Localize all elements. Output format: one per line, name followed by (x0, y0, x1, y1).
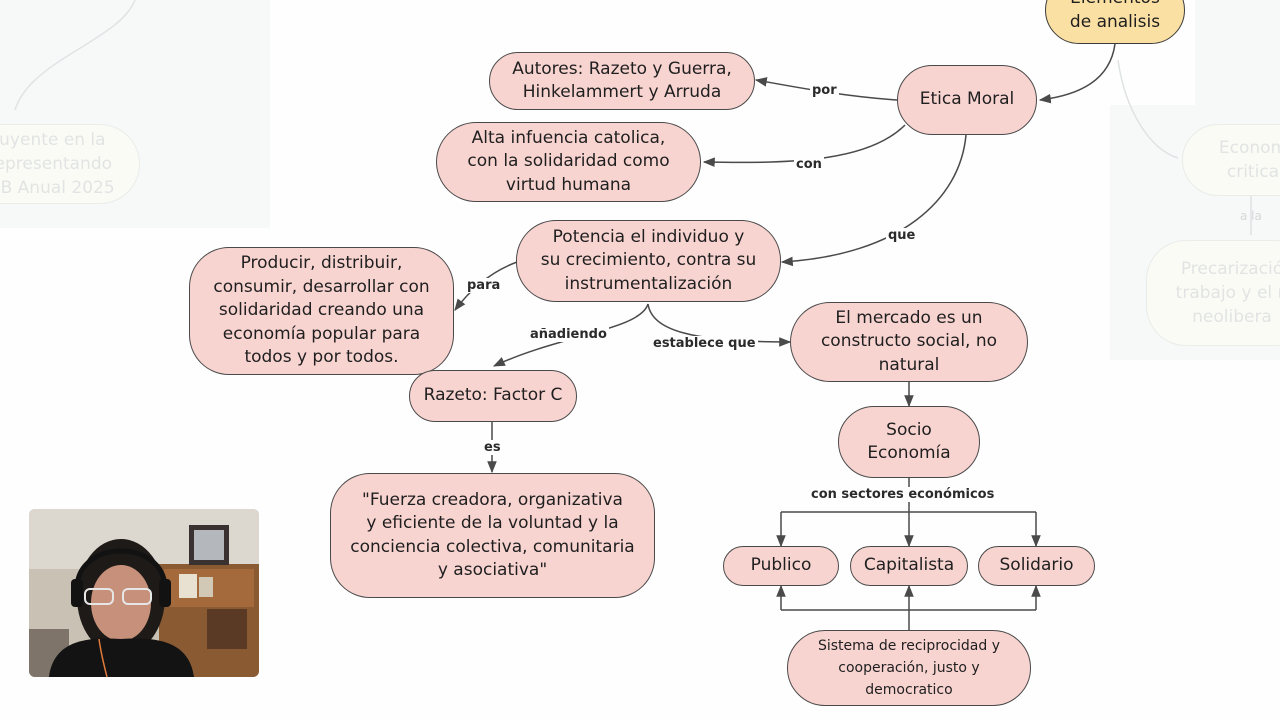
node-socio-economia[interactable]: Socio Economía (838, 406, 980, 478)
background-node-left: luyente en la representando PIB Anual 20… (0, 124, 140, 204)
link-label-con: con (794, 157, 824, 172)
node-razeto-factor-c[interactable]: Razeto: Factor C (409, 370, 577, 422)
background-node-right-bottom: Precarizació trabajo y el n neolibera (1146, 240, 1280, 346)
node-solidario[interactable]: Solidario (978, 546, 1095, 586)
node-elementos-de-analisis[interactable]: Elementos de analisis (1045, 0, 1185, 44)
node-autores[interactable]: Autores: Razeto y Guerra, Hinkelammert y… (489, 52, 755, 110)
webcam-person-image (29, 509, 259, 677)
background-link-label: a la (1240, 209, 1262, 223)
node-capitalista[interactable]: Capitalista (850, 546, 968, 586)
node-fuerza-creadora[interactable]: "Fuerza creadora, organizativa y eficien… (330, 473, 655, 598)
edge-potencia-mercado (647, 303, 792, 347)
background-panel-top-right (1195, 0, 1280, 105)
node-producir-distribuir[interactable]: Producir, distribuir, consumir, desarrol… (189, 247, 454, 375)
edge-etica-alta (702, 124, 906, 168)
background-node-right-top: Econom critica (1182, 124, 1280, 196)
node-etica-moral[interactable]: Etica Moral (897, 65, 1037, 135)
link-label-anadiendo: añadiendo (528, 327, 609, 342)
edge-etica-potencia (780, 134, 967, 267)
link-label-que: que (886, 228, 918, 243)
node-publico[interactable]: Publico (723, 546, 839, 586)
link-label-sectores: con sectores económicos (809, 487, 997, 502)
link-label-es: es (482, 440, 503, 455)
link-label-por: por (810, 83, 839, 98)
node-sistema-reciprocidad[interactable]: Sistema de reciprocidad y cooperación, j… (787, 630, 1031, 706)
webcam-video (29, 509, 259, 677)
node-alta-influencia[interactable]: Alta infuencia catolica, con la solidari… (436, 122, 701, 202)
link-label-establece: establece que (651, 336, 758, 351)
node-mercado-constructo[interactable]: El mercado es un constructo social, no n… (790, 302, 1028, 382)
edge-top-etica (1038, 43, 1116, 104)
edge-sistema-branch (781, 609, 1036, 630)
node-potencia-individuo[interactable]: Potencia el individuo y su crecimiento, … (516, 220, 781, 302)
link-label-para: para (465, 278, 503, 293)
